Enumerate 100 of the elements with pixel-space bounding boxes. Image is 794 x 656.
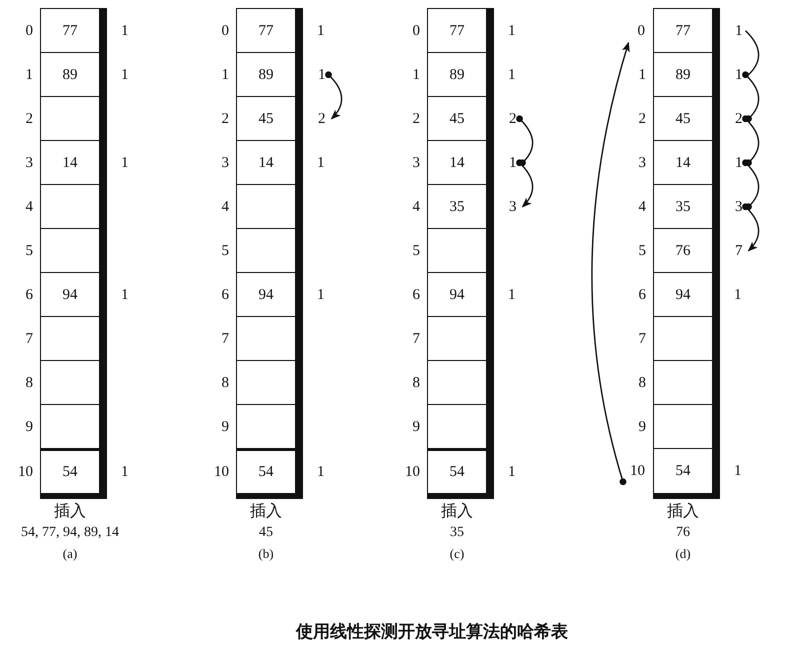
slot-index: 2 [638, 110, 646, 129]
subfigure-label: (a) [62, 544, 78, 562]
key-value: 14 [676, 154, 690, 173]
key-value: 77 [258, 22, 274, 41]
subfigure-label: (d) [675, 544, 691, 563]
inserted-keys: 76 [676, 522, 690, 542]
probe-count: 2 [509, 108, 516, 129]
insert-label: 插入 [667, 502, 699, 522]
slot-index: 1 [638, 66, 646, 85]
slot-index: 5 [222, 242, 229, 261]
slot-index: 0 [638, 20, 645, 41]
probe-count: 1 [508, 286, 516, 305]
key-value: 54 [62, 462, 78, 482]
key-value: 54 [258, 462, 274, 482]
key-value: 94 [62, 286, 78, 305]
slot-index: 4 [222, 198, 229, 217]
key-value: 89 [62, 66, 78, 85]
key-value: 54 [450, 462, 464, 482]
probe-count: 1 [734, 286, 742, 305]
slot-index: 4 [412, 198, 420, 217]
probe-count: 1 [735, 64, 742, 85]
key-value: 89 [676, 66, 690, 85]
probe-count: 1 [317, 286, 324, 305]
probe-count: 1 [508, 22, 516, 41]
key-value: 76 [676, 242, 690, 261]
curved-arrow [742, 203, 760, 252]
slot-index: 10 [630, 460, 645, 481]
subfigure-label: (b) [258, 544, 274, 563]
insert-label: 插入 [441, 502, 473, 522]
inserted-keys: 35 [450, 522, 464, 542]
probe-count: 1 [317, 22, 324, 41]
key-value: 77 [450, 22, 464, 41]
probe-count: 1 [317, 462, 324, 482]
insert-label: 插入 [250, 502, 282, 522]
key-value: 77 [676, 22, 690, 41]
slot-index: 3 [26, 154, 33, 173]
probe-count: 1 [508, 66, 516, 85]
probe-count: 1 [509, 152, 516, 173]
curved-arrow [516, 159, 534, 208]
slot-index: 0 [412, 22, 420, 41]
hash-slot [653, 8, 713, 54]
probe-count: 7 [735, 240, 742, 261]
slot-index: 0 [222, 22, 229, 41]
key-value: 45 [450, 110, 464, 129]
subfigure-label: (c) [450, 544, 464, 562]
key-value: 89 [450, 66, 464, 85]
slot-index: 5 [638, 242, 646, 261]
slot-index: 8 [222, 374, 229, 393]
key-value: 54 [676, 462, 690, 481]
key-value: 35 [450, 198, 464, 217]
probe-count: 2 [318, 108, 326, 129]
slot-index: 6 [412, 286, 420, 305]
inserted-keys: 54, 77, 94, 89, 14 [21, 522, 119, 542]
probe-count: 2 [735, 108, 742, 129]
key-value: 94 [258, 286, 274, 305]
probe-count: 1 [121, 462, 128, 482]
probe-count: 1 [318, 64, 326, 85]
slot-index: 3 [412, 154, 420, 173]
slot-index: 7 [26, 330, 33, 349]
probe-count: 1 [121, 22, 128, 41]
curved-arrow [591, 42, 630, 486]
slot-index: 1 [412, 66, 420, 85]
figure-caption: 使用线性探测开放寻址算法的哈希表 [296, 622, 568, 642]
key-value: 14 [450, 154, 464, 173]
probe-count: 1 [121, 154, 128, 173]
probe-count: 1 [121, 286, 128, 305]
key-value: 94 [450, 286, 464, 305]
insert-label: 插入 [54, 502, 86, 522]
slot-index: 5 [412, 242, 420, 261]
key-value: 89 [258, 66, 274, 85]
slot-index: 2 [26, 110, 33, 129]
curved-arrow [325, 71, 342, 120]
slot-index: 7 [222, 330, 229, 349]
probe-count: 3 [509, 196, 516, 217]
slot-index: 1 [222, 66, 229, 85]
probe-count: 1 [508, 462, 516, 482]
slot-index: 6 [222, 286, 229, 305]
key-value: 94 [676, 286, 690, 305]
slot-index: 8 [638, 374, 646, 393]
slot-index: 0 [26, 22, 33, 41]
slot-index: 1 [26, 66, 33, 85]
slot-index: 7 [412, 330, 420, 349]
slot-index: 3 [638, 154, 646, 173]
slot-index: 9 [26, 418, 33, 437]
slot-index: 5 [26, 242, 33, 261]
key-value: 14 [62, 154, 78, 173]
slot-index: 8 [412, 374, 420, 393]
key-value: 35 [676, 198, 690, 217]
slot-index: 10 [214, 462, 229, 482]
slot-index: 2 [222, 110, 229, 129]
slot-index: 6 [638, 286, 646, 305]
inserted-keys: 45 [259, 522, 273, 542]
key-value: 14 [258, 154, 274, 173]
slot-index: 9 [222, 418, 229, 437]
slot-index: 9 [412, 418, 420, 437]
slot-index: 10 [18, 462, 33, 482]
key-value: 77 [62, 22, 78, 41]
slot-index: 7 [638, 330, 646, 349]
probe-count: 1 [734, 462, 742, 481]
probe-count: 1 [317, 154, 324, 173]
